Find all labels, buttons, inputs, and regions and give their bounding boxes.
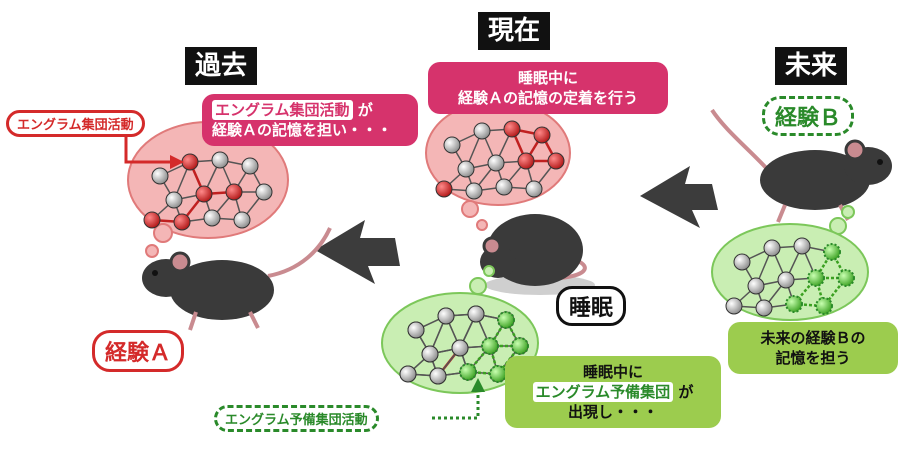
neuron: [473, 122, 491, 140]
present-green-dot-2: [483, 265, 495, 277]
active-neuron: [435, 180, 453, 198]
neuron: [399, 365, 417, 383]
neuron: [793, 237, 811, 255]
engram-pointer-head: [170, 155, 184, 169]
past-callout-line2: 経験Ａの記憶を担い・・・: [212, 121, 393, 139]
past-callout-suffix: が: [357, 101, 373, 119]
neuron: [457, 160, 475, 178]
experience-b-label: 経験Ｂ: [762, 96, 855, 136]
present-top-neural-network: [435, 120, 565, 200]
past-callout: エングラム集団活動 が 経験Ａの記憶を担い・・・: [202, 94, 418, 146]
past-mouse: [142, 227, 332, 331]
active-neuron: [489, 365, 507, 383]
sleep-label: 睡眠: [556, 286, 627, 326]
active-neuron: [143, 211, 161, 229]
active-neuron: [533, 126, 551, 144]
active-neuron: [837, 269, 855, 287]
active-neuron: [511, 337, 529, 355]
neuron: [407, 321, 425, 339]
future-bubble-dot-1: [841, 205, 855, 219]
past-bubble-dot-2: [145, 244, 159, 258]
future-callout-line2: 記憶を担う: [775, 349, 851, 367]
future-neural-network: [725, 237, 855, 317]
neuron: [465, 182, 483, 200]
neuron: [241, 157, 259, 175]
future-callout-line1: 未来の経験Ｂの: [760, 329, 866, 347]
neuron: [777, 271, 795, 289]
active-neuron: [497, 311, 515, 329]
active-neuron: [823, 243, 841, 261]
neuron: [211, 151, 229, 169]
active-neuron: [195, 185, 213, 203]
neuron: [233, 211, 251, 229]
arrow-past-to-present: [315, 220, 400, 284]
neuron: [165, 191, 183, 209]
neuron: [255, 183, 273, 201]
active-neuron: [173, 213, 191, 231]
past-bubble-dot-1: [153, 223, 173, 243]
neuron: [429, 367, 447, 385]
arrow-present-to-future: [640, 166, 718, 228]
preengram-pointer-head: [471, 378, 485, 392]
neuron: [747, 277, 765, 295]
active-neuron: [807, 269, 825, 287]
past-neural-network: [143, 151, 273, 231]
present-green-callout-line1: 睡眠中に: [582, 363, 643, 381]
past-callout-highlight: エングラム集団活動: [212, 100, 353, 120]
present-callout: 睡眠中に 経験Ａの記憶の定着を行う: [428, 62, 668, 114]
present-green-callout-line2: エングラム予備集団 が: [515, 382, 711, 402]
sleeping-mouse: [480, 214, 595, 295]
neuron: [755, 299, 773, 317]
preengram-activity-tag: エングラム予備集団活動: [214, 405, 379, 432]
future-mouse: [710, 108, 892, 223]
neuron: [487, 154, 505, 172]
neuron: [443, 136, 461, 154]
present-callout-line1: 睡眠中に: [517, 69, 578, 87]
neuron: [467, 305, 485, 323]
neuron: [763, 239, 781, 257]
header-present: 現在: [478, 12, 551, 50]
present-green-callout-line3: 出現し・・・: [567, 403, 658, 421]
present-callout-line2: 経験Ａの記憶の定着を行う: [457, 89, 638, 107]
present-green-callout: 睡眠中に エングラム予備集団 が 出現し・・・: [505, 356, 721, 428]
preengram-pointer-arrow: [432, 390, 480, 420]
header-past: 過去: [185, 47, 258, 85]
experience-a-label: 経験Ａ: [92, 330, 185, 372]
neuron: [421, 345, 439, 363]
neuron: [151, 167, 169, 185]
active-neuron: [815, 297, 833, 315]
neuron: [203, 209, 221, 227]
present-green-callout-highlight: エングラム予備集団: [532, 382, 674, 402]
engram-activity-tag: エングラム集団活動: [6, 110, 145, 137]
neuron: [525, 180, 543, 198]
neuron: [725, 297, 743, 315]
active-neuron: [517, 152, 535, 170]
present-green-callout-suffix: が: [678, 383, 694, 401]
active-neuron: [459, 363, 477, 381]
future-callout: 未来の経験Ｂの 記憶を担う: [728, 322, 898, 374]
active-neuron: [547, 152, 565, 170]
neuron: [437, 307, 455, 325]
engram-pointer-arrow: [124, 130, 172, 164]
past-callout-line1: エングラム集団活動 が: [212, 100, 408, 120]
active-neuron: [503, 120, 521, 138]
active-neuron: [481, 337, 499, 355]
present-green-dot-1: [469, 277, 487, 295]
neuron: [495, 178, 513, 196]
neuron: [451, 339, 469, 357]
active-neuron: [181, 153, 199, 171]
present-bubble-dot-2: [476, 219, 488, 231]
present-bottom-neural-network: [399, 305, 529, 385]
neuron: [733, 253, 751, 271]
present-bubble-dot-1: [461, 200, 479, 218]
header-future: 未来: [775, 47, 848, 85]
active-neuron: [225, 183, 243, 201]
active-neuron: [785, 295, 803, 313]
